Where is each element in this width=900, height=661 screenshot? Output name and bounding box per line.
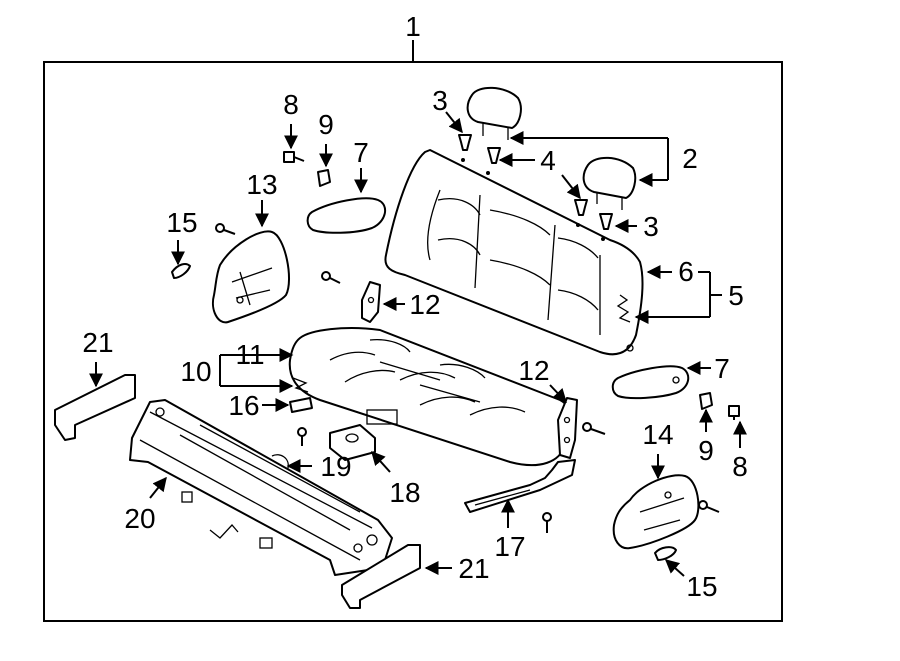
callout-12b: 12 [518, 355, 549, 386]
callout-8a: 8 [283, 89, 299, 120]
screw-small-6 [698, 500, 720, 513]
callout-15b: 15 [686, 571, 717, 602]
callout-9b: 9 [698, 435, 714, 466]
callout-21b: 21 [458, 553, 489, 584]
headrest-right [582, 156, 637, 210]
side-cover-right [612, 474, 700, 550]
screw-small-3 [582, 422, 606, 435]
seat-frame-base [129, 399, 393, 576]
callout-3a: 3 [432, 85, 448, 116]
callout-14: 14 [642, 419, 673, 450]
headrest-left [466, 86, 522, 140]
armrest-right [611, 365, 690, 400]
callout-7b: 7 [714, 353, 730, 384]
callout-11: 11 [235, 339, 264, 370]
guide-3a [458, 134, 472, 151]
callout-6: 6 [678, 256, 694, 287]
callout-10: 10 [180, 356, 211, 387]
bracket-18 [329, 424, 376, 461]
guide-4b [574, 199, 588, 216]
hinge-bracket-right [557, 397, 578, 459]
callout-17: 17 [494, 531, 525, 562]
callout-8b: 8 [732, 451, 748, 482]
cap-15-right [654, 546, 677, 561]
screw-small-2 [321, 271, 341, 284]
cover-21-right [341, 544, 421, 609]
callout-13: 13 [246, 169, 277, 200]
callout-15a: 15 [166, 207, 197, 238]
pad-16 [289, 397, 313, 413]
armrest-left [306, 197, 387, 234]
callout-7a: 7 [353, 137, 369, 168]
cap-15-left [171, 263, 191, 279]
bolt-8-left [283, 151, 305, 163]
callout-9a: 9 [318, 109, 334, 140]
seat-track [464, 459, 576, 513]
callout-16: 16 [228, 390, 259, 421]
callout-1: 1 [405, 11, 421, 42]
callout-21a: 21 [82, 327, 113, 358]
callout-3b: 3 [643, 211, 659, 242]
clip-9-right [699, 392, 713, 410]
bolt-8-right [728, 405, 740, 420]
guide-3b [599, 213, 613, 230]
callout-2: 2 [682, 143, 698, 174]
callout-20: 20 [124, 503, 155, 534]
callout-5: 5 [728, 280, 744, 311]
clip-9-left [317, 169, 331, 187]
screw-small-4 [297, 427, 307, 446]
guide-4a [487, 147, 501, 164]
cover-21-left [54, 374, 136, 441]
callout-19: 19 [320, 451, 351, 482]
side-cover-left [212, 230, 290, 324]
seat-back [384, 149, 644, 356]
assembly-frame [43, 61, 783, 622]
screw-small-1 [215, 223, 236, 235]
callout-18: 18 [389, 477, 420, 508]
callout-4: 4 [540, 145, 556, 176]
callout-12a: 12 [409, 289, 440, 320]
screw-small-5 [542, 512, 552, 533]
